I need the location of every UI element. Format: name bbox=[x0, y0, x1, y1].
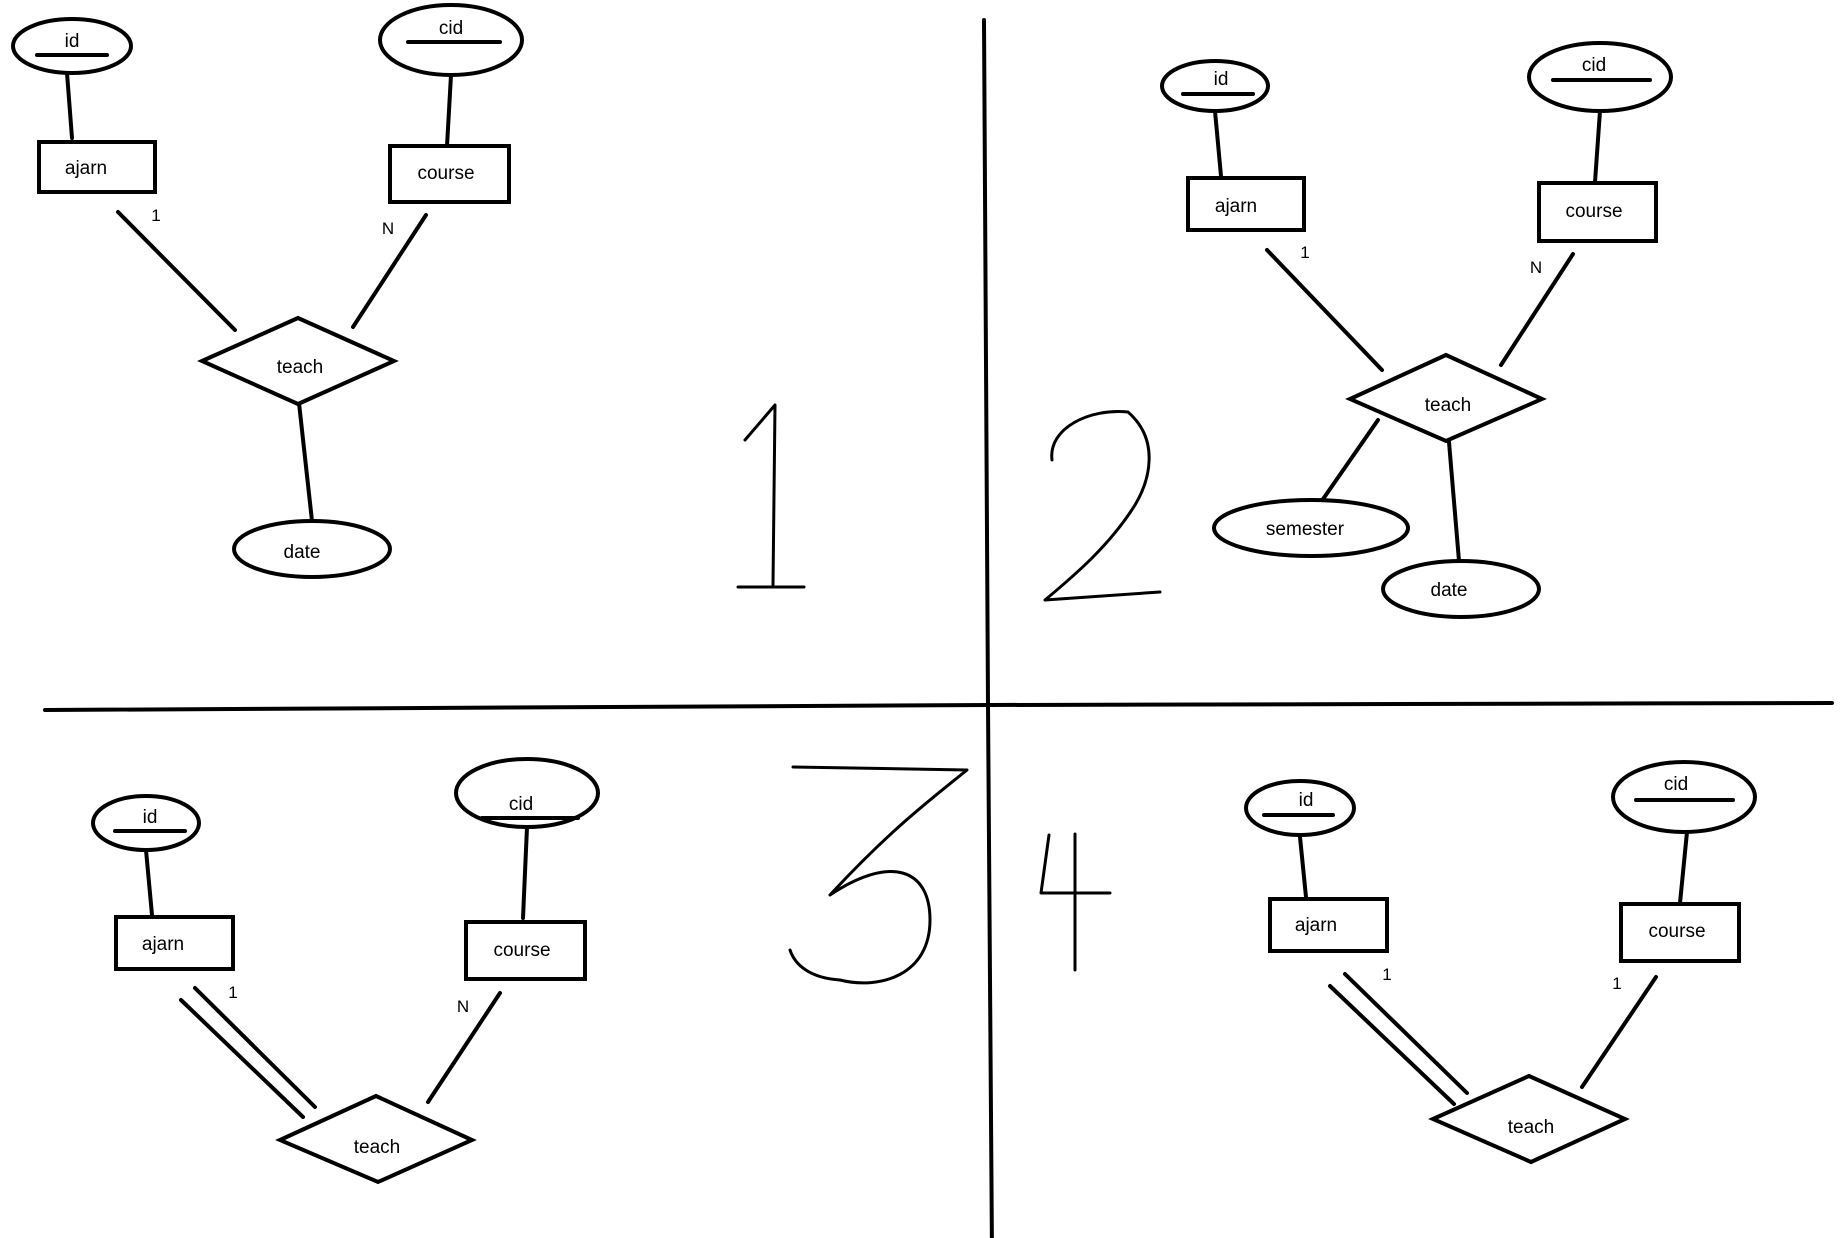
attribute-cid: cid bbox=[1527, 41, 1673, 113]
attribute-cid-label: cid bbox=[1582, 55, 1606, 76]
connector-course-teach bbox=[1499, 252, 1575, 367]
connector-ajarn-teach-total-2 bbox=[1328, 984, 1456, 1106]
attribute-id: id bbox=[1244, 779, 1356, 837]
attribute-date-label: date bbox=[284, 542, 321, 563]
relationship-teach: teach bbox=[1345, 352, 1547, 444]
attribute-date: date bbox=[232, 519, 392, 579]
connector-id-ajarn bbox=[65, 71, 74, 140]
connector-cid-course bbox=[521, 825, 529, 920]
diagram-4: id cid ajarn course 1 1 teach bbox=[1244, 760, 1757, 1165]
connector-course-teach bbox=[351, 213, 428, 329]
diagram-1: id cid ajarn course 1 N teach date bbox=[11, 3, 524, 579]
entity-course: course bbox=[464, 920, 587, 981]
diagram-2: id cid ajarn course 1 N teach semester d bbox=[1160, 41, 1673, 619]
connector-cid-course bbox=[1593, 109, 1602, 184]
entity-course-label: course bbox=[1565, 201, 1622, 222]
attribute-cid-label: cid bbox=[439, 18, 463, 39]
attribute-id: id bbox=[91, 794, 201, 852]
entity-course: course bbox=[1619, 902, 1741, 963]
attribute-id-label: id bbox=[1299, 790, 1314, 811]
attribute-id: id bbox=[1160, 59, 1270, 113]
cardinality-course: N bbox=[457, 997, 469, 1016]
attribute-cid-label: cid bbox=[1664, 774, 1688, 795]
entity-course-label: course bbox=[417, 163, 474, 184]
attribute-semester: semester bbox=[1212, 498, 1410, 558]
relationship-teach-label: teach bbox=[354, 1137, 400, 1158]
connector-ajarn-teach-total-2 bbox=[179, 998, 305, 1119]
attribute-date: date bbox=[1381, 559, 1541, 619]
entity-course-label: course bbox=[1648, 921, 1705, 942]
cardinality-ajarn: 1 bbox=[151, 206, 160, 225]
entity-ajarn-label: ajarn bbox=[1215, 196, 1257, 217]
cardinality-course: N bbox=[382, 219, 394, 238]
connector-cid-course bbox=[445, 73, 453, 148]
relationship-teach-label: teach bbox=[1425, 395, 1471, 416]
entity-ajarn: ajarn bbox=[1268, 897, 1389, 953]
attribute-cid: cid bbox=[378, 3, 524, 77]
connector-teach-date bbox=[297, 401, 314, 523]
cardinality-ajarn: 1 bbox=[228, 983, 237, 1002]
attribute-id-label: id bbox=[65, 31, 80, 52]
entity-ajarn: ajarn bbox=[37, 140, 157, 194]
connector-id-ajarn bbox=[1213, 109, 1223, 178]
relationship-teach-label: teach bbox=[277, 357, 323, 378]
entity-ajarn-label: ajarn bbox=[65, 158, 107, 179]
panel-number-4 bbox=[1039, 832, 1112, 972]
connector-teach-semester bbox=[1319, 418, 1380, 504]
diagram-3: id cid ajarn course 1 N teach bbox=[91, 757, 600, 1185]
cardinality-course: N bbox=[1530, 258, 1542, 277]
connector-cid-course bbox=[1678, 830, 1689, 905]
attribute-id-label: id bbox=[1214, 69, 1229, 90]
entity-ajarn-label: ajarn bbox=[142, 934, 184, 955]
cardinality-ajarn: 1 bbox=[1382, 965, 1391, 984]
entity-ajarn: ajarn bbox=[1186, 176, 1306, 232]
cardinality-course: 1 bbox=[1612, 974, 1621, 993]
attribute-cid: cid bbox=[454, 757, 600, 829]
relationship-teach: teach bbox=[275, 1093, 477, 1185]
entity-ajarn-label: ajarn bbox=[1295, 915, 1337, 936]
entity-course-label: course bbox=[493, 940, 550, 961]
entity-course: course bbox=[1537, 181, 1658, 243]
entity-ajarn: ajarn bbox=[114, 915, 235, 971]
entity-course: course bbox=[388, 144, 511, 204]
attribute-id-label: id bbox=[143, 807, 158, 828]
relationship-teach: teach bbox=[1428, 1073, 1630, 1165]
attribute-id: id bbox=[11, 17, 133, 75]
relationship-teach: teach bbox=[197, 315, 399, 407]
relationship-teach-label: teach bbox=[1508, 1117, 1554, 1138]
connector-ajarn-teach bbox=[1265, 248, 1384, 372]
vertical-divider bbox=[982, 18, 994, 1238]
panel-number-3 bbox=[788, 765, 969, 985]
cardinality-ajarn: 1 bbox=[1300, 243, 1309, 262]
attribute-cid: cid bbox=[1611, 760, 1757, 834]
connector-course-teach bbox=[1580, 975, 1658, 1089]
attribute-semester-label: semester bbox=[1266, 519, 1345, 540]
connector-id-ajarn bbox=[144, 848, 154, 917]
connector-ajarn-teach-total-1 bbox=[193, 986, 317, 1109]
connector-ajarn-teach bbox=[116, 210, 237, 332]
attribute-date-label: date bbox=[1431, 580, 1468, 601]
connector-id-ajarn bbox=[1298, 835, 1308, 899]
panel-number-1 bbox=[736, 403, 806, 589]
panel-number-2 bbox=[1043, 409, 1162, 602]
attribute-cid-label: cid bbox=[509, 794, 533, 815]
horizontal-divider bbox=[43, 701, 1834, 712]
connector-teach-date bbox=[1447, 440, 1461, 563]
connector-course-teach bbox=[426, 991, 502, 1104]
connector-ajarn-teach-total-1 bbox=[1343, 972, 1469, 1095]
